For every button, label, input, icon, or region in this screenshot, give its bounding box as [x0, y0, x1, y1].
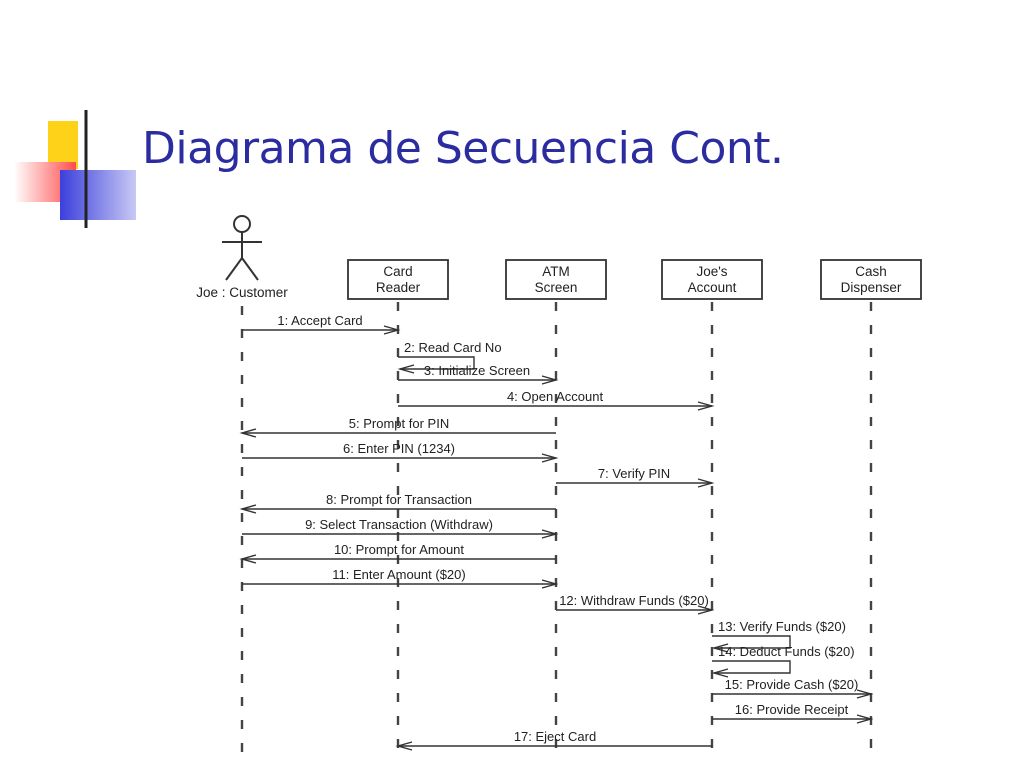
- message-arrowhead: [856, 714, 874, 724]
- self-message-line: [712, 635, 791, 649]
- slide-title: Diagrama de Secuencia Cont.: [142, 123, 784, 174]
- message-arrowhead: [397, 364, 415, 374]
- message-label: 6: Enter PIN (1234): [343, 441, 455, 456]
- message-arrowhead: [541, 453, 559, 463]
- message-arrowhead: [383, 325, 401, 335]
- message-arrowhead: [711, 643, 729, 653]
- message-label: 17: Eject Card: [514, 729, 596, 744]
- message-label: 11: Enter Amount ($20): [332, 567, 465, 582]
- message-arrowhead: [239, 428, 257, 438]
- actor-icon: [222, 215, 262, 281]
- object-label: Reader: [376, 280, 421, 295]
- object-box: [347, 259, 449, 300]
- actor-leg-left: [225, 257, 243, 281]
- message-arrowhead: [239, 504, 257, 514]
- message-arrowhead: [541, 529, 559, 539]
- message-label: 1: Accept Card: [277, 313, 362, 328]
- object-label: Screen: [535, 280, 578, 295]
- message-arrowhead: [697, 401, 715, 411]
- message-label: 2: Read Card No: [404, 340, 502, 355]
- message-arrowhead: [711, 668, 729, 678]
- self-message-line: [712, 660, 791, 674]
- object-label: Card: [383, 264, 412, 279]
- message-arrowhead: [541, 579, 559, 589]
- message-arrowhead: [541, 375, 559, 385]
- message-arrowhead: [697, 605, 715, 615]
- self-message-line: [398, 356, 475, 370]
- object-label: Cash: [855, 264, 887, 279]
- actor-label: Joe : Customer: [196, 285, 288, 300]
- message-label: 12: Withdraw Funds ($20): [559, 593, 709, 608]
- message-label: 7: Verify PIN: [598, 466, 670, 481]
- message-label: 8: Prompt for Transaction: [326, 492, 472, 507]
- deco-blue-square: [60, 170, 136, 220]
- message-arrowhead: [239, 554, 257, 564]
- object-label: Joe's: [696, 264, 727, 279]
- message-label: 10: Prompt for Amount: [334, 542, 464, 557]
- message-label: 9: Select Transaction (Withdraw): [305, 517, 493, 532]
- deco-yellow-square: [48, 121, 78, 169]
- object-label: Account: [688, 280, 737, 295]
- object-box: [505, 259, 607, 300]
- message-arrowhead: [856, 689, 874, 699]
- title-decoration: [14, 110, 1010, 228]
- message-label: 3: Initialize Screen: [424, 363, 530, 378]
- object-label: Dispenser: [841, 280, 902, 295]
- message-arrowhead: [697, 478, 715, 488]
- object-box: [661, 259, 763, 300]
- message-label: 15: Provide Cash ($20): [725, 677, 859, 692]
- message-label: 13: Verify Funds ($20): [718, 619, 846, 634]
- object-label: ATM: [542, 264, 570, 279]
- object-box: [820, 259, 922, 300]
- actor-leg-right: [241, 257, 259, 281]
- message-arrowhead: [395, 741, 413, 751]
- message-label: 16: Provide Receipt: [735, 702, 849, 717]
- message-label: 5: Prompt for PIN: [349, 416, 449, 431]
- message-label: 14: Deduct Funds ($20): [718, 644, 855, 659]
- message-label: 4: Open Account: [507, 389, 604, 404]
- actor-head: [233, 215, 251, 233]
